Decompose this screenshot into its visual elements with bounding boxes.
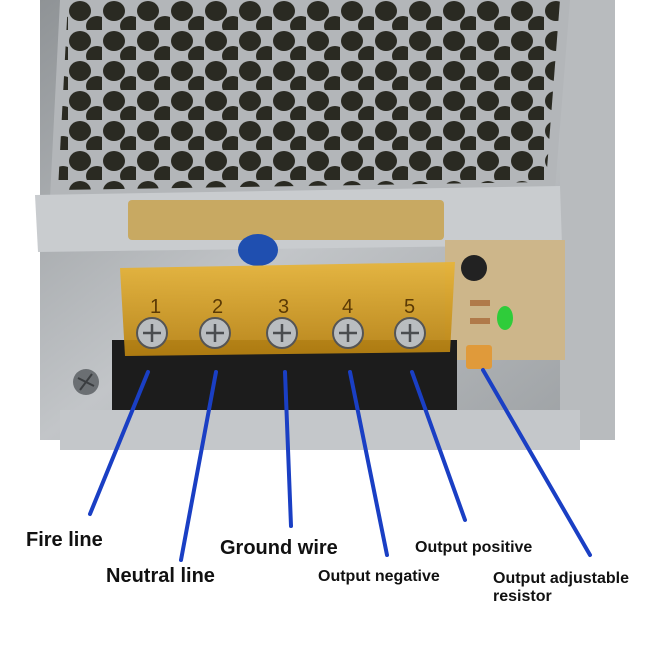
blue-capacitor — [238, 234, 278, 266]
label-fire-line: Fire line — [26, 529, 103, 551]
adjust-potentiometer — [466, 345, 492, 369]
terminal-number: 4 — [342, 296, 353, 318]
label-neutral-line: Neutral line — [106, 565, 215, 587]
label-ground-wire: Ground wire — [220, 537, 338, 559]
label-output-adjustable-resistor: Output adjustable resistor — [493, 570, 629, 607]
capacitor — [461, 255, 487, 281]
pcb-board — [445, 240, 565, 360]
case-side — [560, 0, 615, 440]
terminal-number: 2 — [212, 296, 223, 318]
lip-terminal-strip — [128, 200, 444, 240]
case-bottom-rim — [60, 410, 580, 450]
label-output-positive: Output positive — [415, 539, 533, 556]
label-output-adjustable-line1: Output adjustable — [493, 570, 629, 587]
terminal-number: 5 — [404, 296, 415, 318]
power-supply-photo: 1 2 3 4 5 — [35, 0, 615, 450]
terminal-number: 3 — [278, 296, 289, 318]
resistor — [470, 300, 490, 306]
perforation-holes — [58, 0, 560, 190]
indicator-led — [497, 306, 513, 330]
terminal-number: 1 — [150, 296, 161, 318]
label-output-negative: Output negative — [318, 568, 440, 585]
screw-slots — [143, 324, 419, 342]
resistor — [470, 318, 490, 324]
label-output-adjustable-line2: resistor — [493, 588, 552, 606]
